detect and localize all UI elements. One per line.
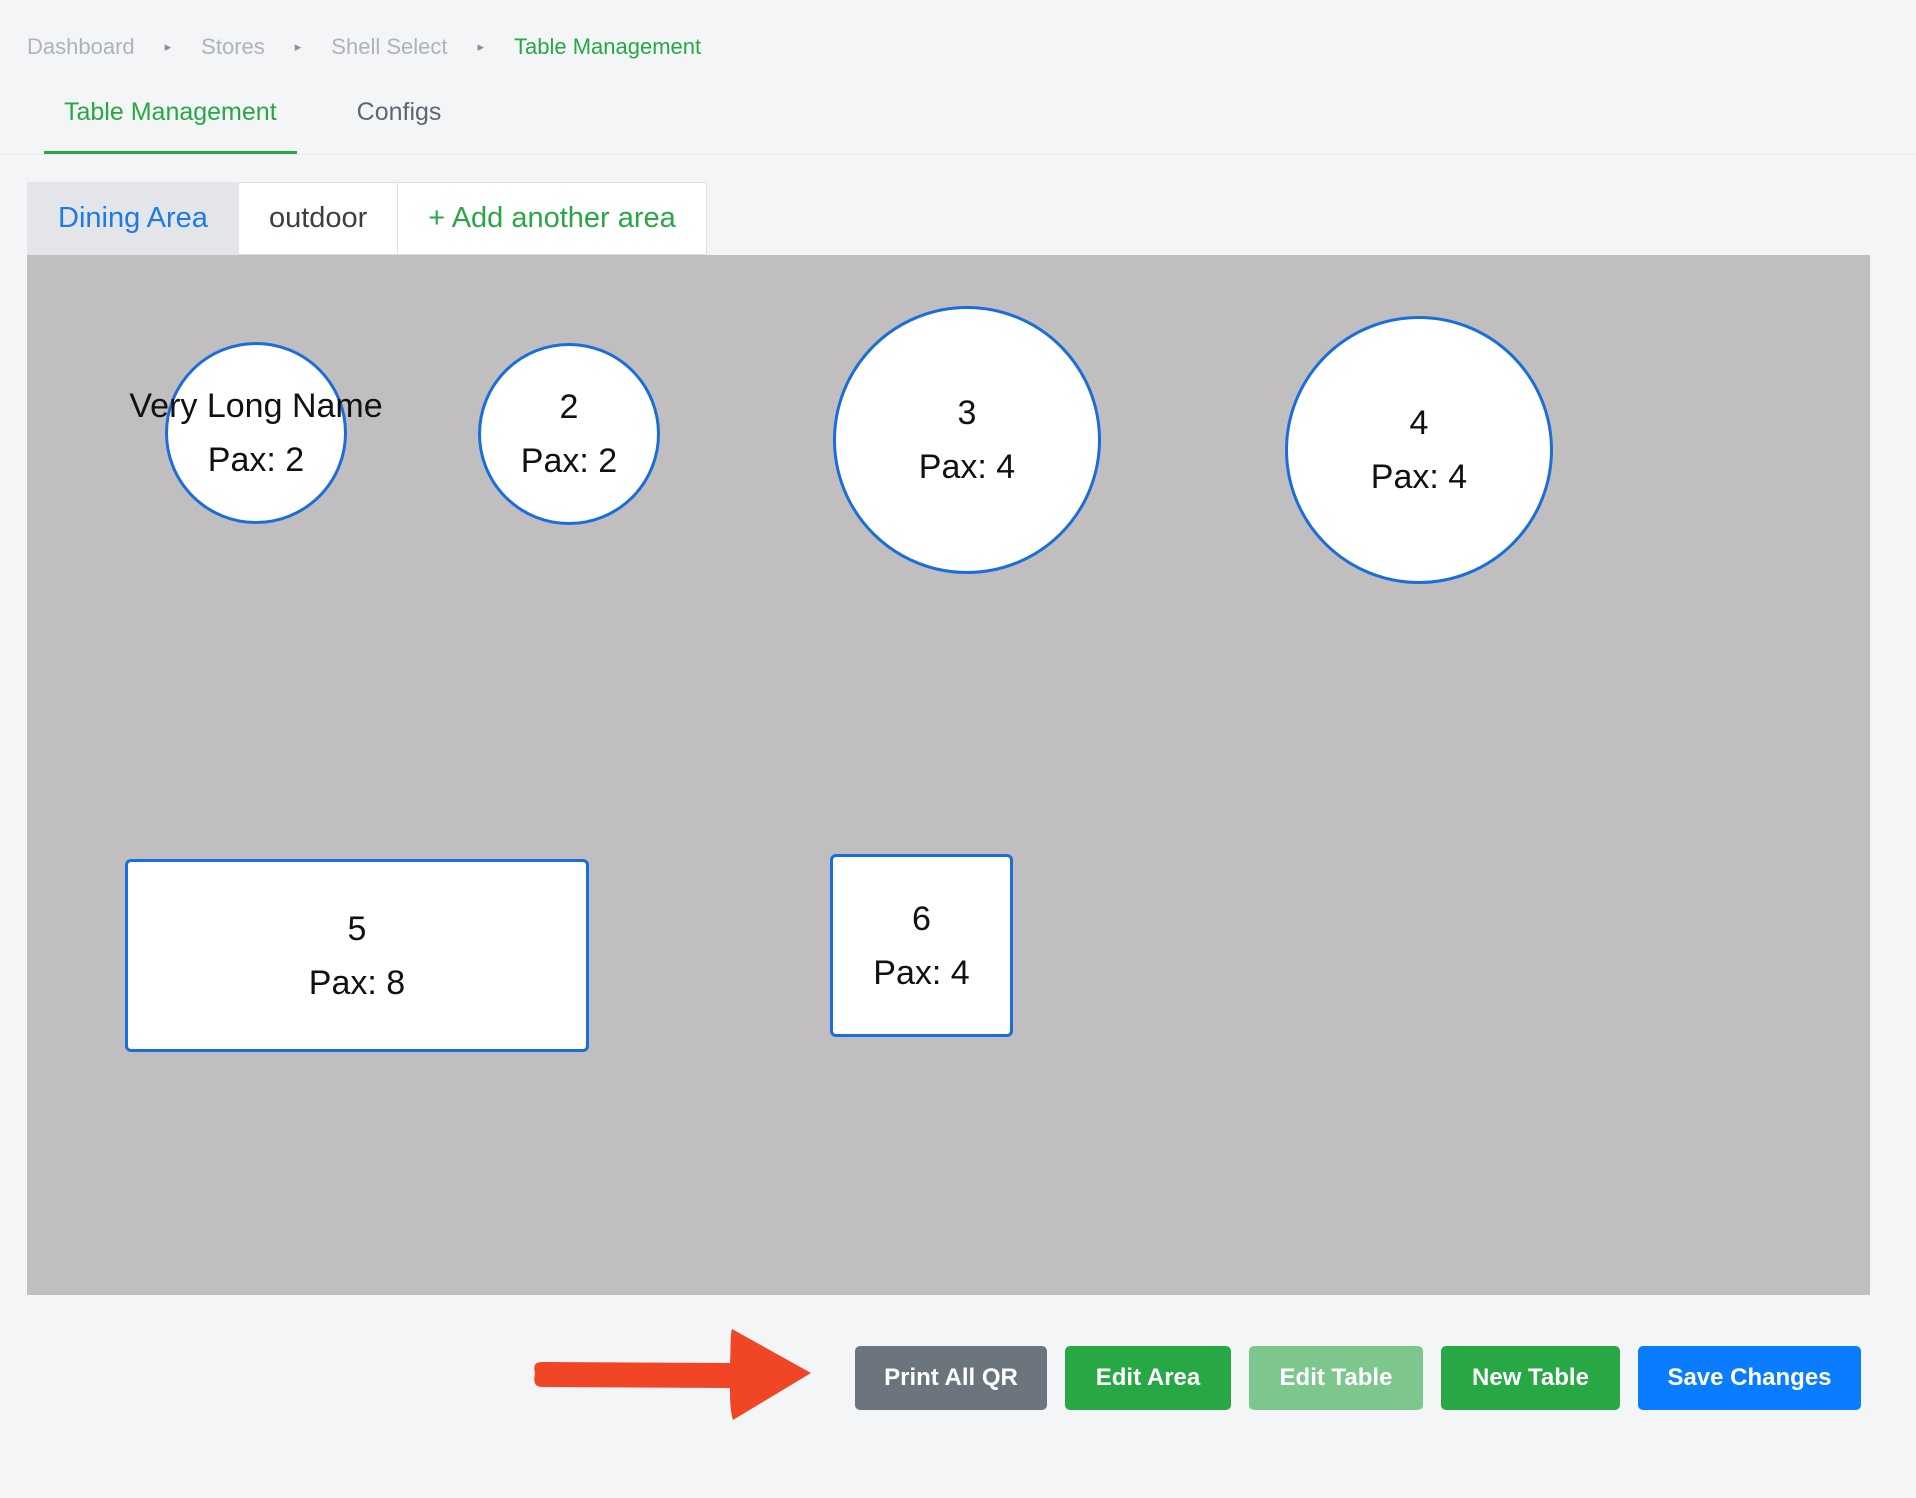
edit-area-button[interactable]: Edit Area	[1065, 1346, 1231, 1410]
tabs-divider	[0, 154, 1916, 155]
breadcrumb: Dashboard ▸ Stores ▸ Shell Select ▸ Tabl…	[27, 30, 701, 64]
area-tab-outdoor[interactable]: outdoor	[238, 182, 399, 255]
breadcrumb-stores[interactable]: Stores	[201, 34, 265, 59]
area-tabs: Dining Area outdoor + Add another area	[27, 182, 707, 255]
breadcrumb-store[interactable]: Shell Select	[331, 34, 448, 59]
table-name: 6	[912, 899, 931, 938]
table-pax: Pax: 8	[308, 963, 406, 1002]
tab-table-management[interactable]: Table Management	[44, 90, 297, 154]
table-pax: Pax: 4	[873, 953, 970, 992]
breadcrumb-current: Table Management	[514, 34, 702, 59]
table-name: 5	[347, 909, 367, 948]
breadcrumb-dashboard[interactable]: Dashboard	[27, 34, 135, 59]
table-pax: Pax: 4	[918, 448, 1016, 486]
breadcrumb-separator-icon: ▸	[477, 39, 485, 54]
edit-table-button[interactable]: Edit Table	[1249, 1346, 1423, 1410]
breadcrumb-separator-icon: ▸	[164, 39, 172, 54]
table-4[interactable]: 4 Pax: 4	[1285, 316, 1553, 584]
action-bar: Print All QR Edit Area Edit Table New Ta…	[855, 1346, 1861, 1410]
floor-plan-canvas: Very Long Name Pax: 2 2 Pax: 2 3 Pax: 4 …	[27, 255, 1870, 1295]
table-3[interactable]: 3 Pax: 4	[833, 306, 1101, 574]
print-all-qr-button[interactable]: Print All QR	[855, 1346, 1047, 1410]
new-table-button[interactable]: New Table	[1441, 1346, 1620, 1410]
save-changes-button[interactable]: Save Changes	[1638, 1346, 1861, 1410]
tab-configs[interactable]: Configs	[356, 98, 442, 126]
add-area-button[interactable]: + Add another area	[398, 182, 707, 255]
table-2[interactable]: 2 Pax: 2	[478, 343, 660, 525]
table-name: Very Long Name	[129, 387, 383, 425]
table-very-long-name[interactable]: Very Long Name Pax: 2	[129, 342, 383, 524]
table-name: 3	[957, 394, 977, 432]
arrow-right-icon	[534, 1329, 811, 1420]
table-pax: Pax: 2	[520, 442, 618, 480]
table-pax: Pax: 2	[207, 441, 305, 479]
table-pax: Pax: 4	[1370, 458, 1468, 496]
table-5[interactable]: 5 Pax: 8	[125, 859, 589, 1052]
breadcrumb-separator-icon: ▸	[294, 39, 302, 54]
table-name: 4	[1409, 404, 1429, 442]
table-name: 2	[559, 388, 579, 426]
area-tab-dining-area[interactable]: Dining Area	[27, 182, 239, 255]
table-6[interactable]: 6 Pax: 4	[830, 854, 1013, 1037]
page-tabs: Table Management Configs	[44, 90, 501, 154]
